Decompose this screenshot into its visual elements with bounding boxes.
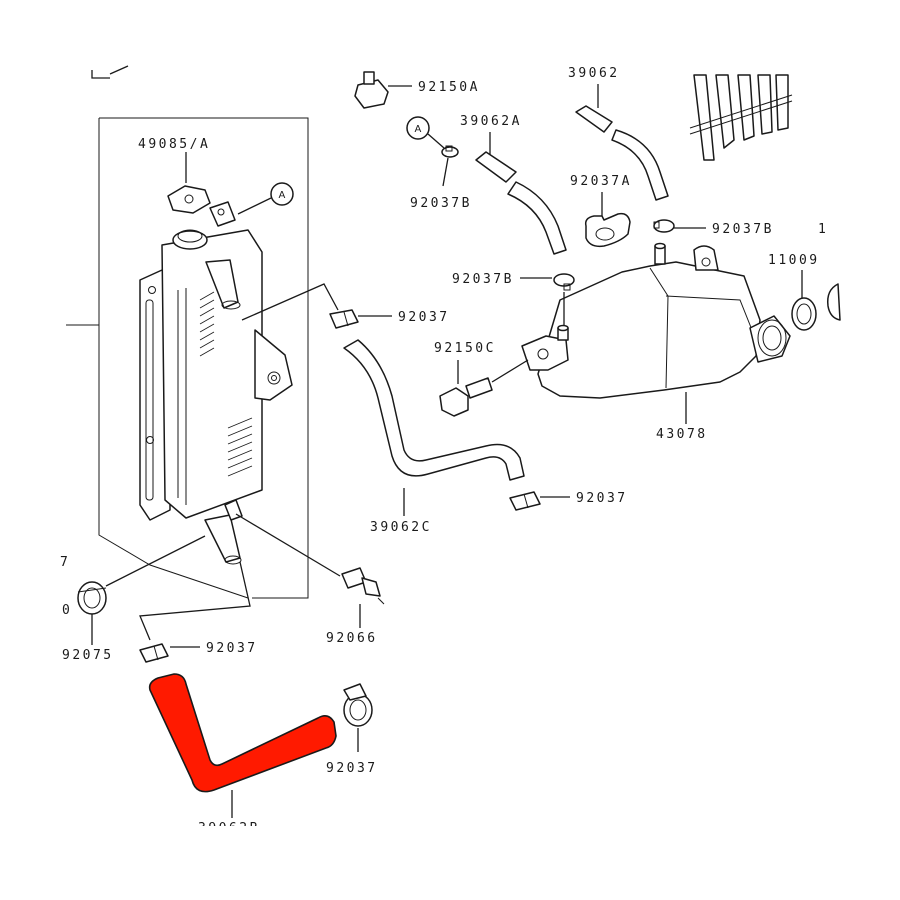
label-92037-mid: 92037 <box>576 491 628 506</box>
hose-39062-top <box>575 105 669 201</box>
radiator-shroud-fragment <box>689 74 793 161</box>
label-92075-cropped-top: 7 <box>60 555 70 570</box>
clamp-92037b-left <box>441 145 459 158</box>
clamp-92037b-mid <box>553 273 575 291</box>
clamp-92037-bottom <box>343 683 373 727</box>
label-11009: 11009 <box>768 253 820 268</box>
label-92075-cropped-mid: 0 <box>62 603 72 618</box>
label-92037b-left: 92037B <box>410 196 472 211</box>
label-92037b-right: 92037B <box>712 222 774 237</box>
radiator-cap-part <box>167 185 211 214</box>
radiator-group-bracket <box>66 117 309 599</box>
hose-39062c <box>343 339 525 481</box>
radiator-fins-lower <box>227 417 253 477</box>
label-92037a: 92037A <box>570 174 632 189</box>
clip-92037a <box>584 212 631 248</box>
label-92037-bottom: 92037 <box>326 761 378 776</box>
svg-text:A: A <box>415 124 422 135</box>
svg-text:A: A <box>279 190 286 201</box>
label-crop-mask <box>180 826 290 840</box>
label-92075: 92075 <box>62 648 114 663</box>
radiator <box>139 201 293 565</box>
callout-a-radiator: A <box>237 182 294 215</box>
engine-fragment-right <box>826 283 841 321</box>
label-92066: 92066 <box>326 631 378 646</box>
gasket-11009 <box>791 297 817 331</box>
label-92037-lower: 92037 <box>206 641 258 656</box>
label-49085a: 49085/A <box>138 137 210 152</box>
label-39062c: 39062C <box>370 520 432 535</box>
hose-39062b-body <box>148 673 337 793</box>
radiator-fins-upper <box>199 291 215 357</box>
hose-39062a <box>475 151 567 255</box>
grommet-92075 <box>77 581 107 615</box>
reservoir-tank-43078 <box>521 242 791 399</box>
label-92150c: 92150C <box>434 341 496 356</box>
temperature-sensor-92066 <box>341 567 385 605</box>
clamp-92037b-right <box>653 219 675 233</box>
cropped-fragment-top-left <box>91 65 129 79</box>
label-92037-upper: 92037 <box>398 310 450 325</box>
clamp-92037-mid <box>509 491 541 511</box>
label-39062-top: 39062 <box>568 66 620 81</box>
label-92150a: 92150A <box>418 80 480 95</box>
hose-39062b-highlighted <box>148 673 337 793</box>
clamp-92037-upper <box>329 309 359 329</box>
bolt-92150a <box>354 71 389 109</box>
clamp-92037-lower <box>139 643 169 663</box>
label-92037b-mid: 92037B <box>452 272 514 287</box>
label-43078: 43078 <box>656 427 708 442</box>
bolt-92150c <box>439 377 493 417</box>
label-11009-cropped-top: 1 <box>818 222 828 237</box>
callout-a-hose: A <box>406 116 445 149</box>
label-39062a: 39062A <box>460 114 522 129</box>
